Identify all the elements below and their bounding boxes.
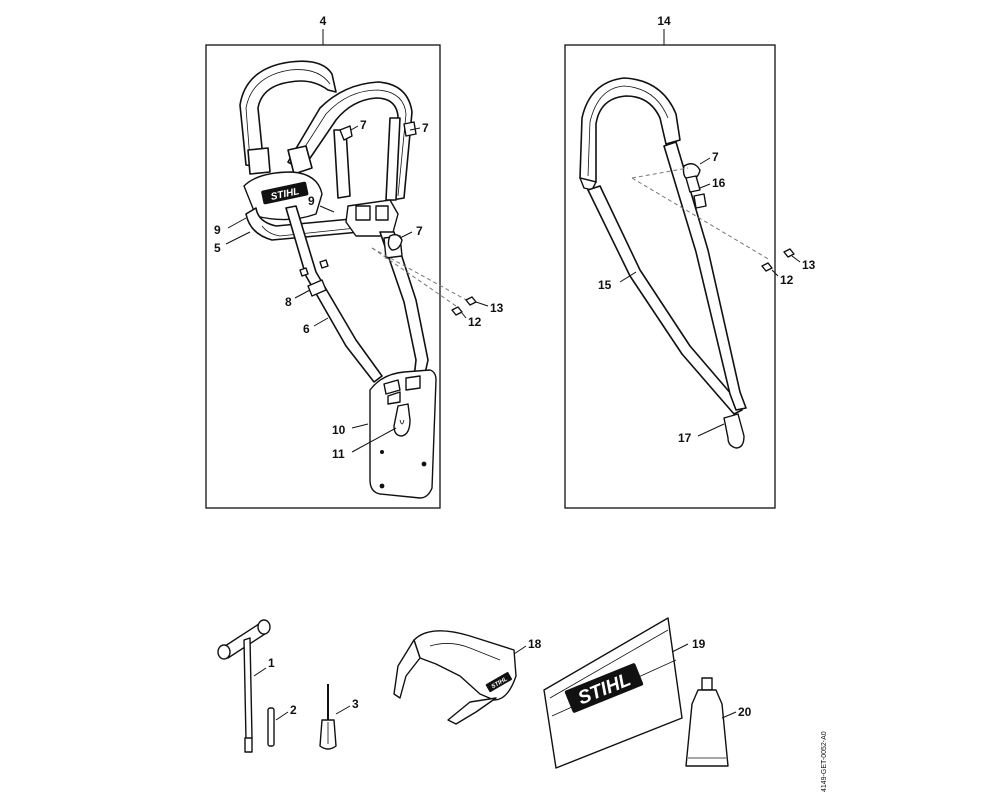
shoulder-strap-group: 14 7 16 13 12 15 17 [564,14,816,509]
tools-group: 1 2 3 STIHL 18 [217,617,752,769]
locking-pin [267,707,275,747]
callout-right-15[interactable]: 15 [598,278,612,292]
callout-tool-18[interactable]: 18 [528,637,542,651]
callout-14[interactable]: 14 [657,14,671,28]
shoulder-pad [579,77,681,183]
callout-left-13[interactable]: 13 [490,301,504,315]
front-strap-left [285,205,383,383]
callout-left-8[interactable]: 8 [285,295,292,309]
right-shoulder-strap [287,81,413,201]
callout-left-12[interactable]: 12 [468,315,482,329]
callout-tool-20[interactable]: 20 [738,705,752,719]
callout-left-11[interactable]: 11 [332,447,345,461]
callout-right-16[interactable]: 16 [712,176,726,190]
safety-glasses: STIHL [393,630,517,725]
callout-right-17[interactable]: 17 [678,431,692,445]
left-shoulder-strap [239,60,337,169]
callout-right-13[interactable]: 13 [802,258,816,272]
callout-right-12[interactable]: 12 [780,273,794,287]
callout-4[interactable]: 4 [320,14,327,28]
strap-hook [723,413,745,449]
full-harness-group: 4 STIHL [205,14,504,509]
callout-right-7[interactable]: 7 [712,150,719,164]
tool-pouch: STIHL [543,617,683,769]
callout-left-6[interactable]: 6 [303,322,310,336]
callout-tool-1[interactable]: 1 [268,656,275,670]
callout-left-5[interactable]: 5 [214,241,221,255]
grease-tube [685,677,729,767]
combination-wrench [217,619,271,753]
callout-left-7b[interactable]: 7 [422,121,429,135]
carabiner-hook [393,403,411,437]
callout-left-9a[interactable]: 9 [214,223,221,237]
callout-left-7a[interactable]: 7 [360,118,367,132]
drawing-code: 4149-GET-0052-A0 [821,731,828,792]
callout-left-9b[interactable]: 9 [308,194,315,208]
callout-left-10[interactable]: 10 [332,423,346,437]
callout-tool-19[interactable]: 19 [692,637,706,651]
callout-left-7c[interactable]: 7 [416,224,423,238]
hip-buckle [345,199,399,237]
callout-tool-3[interactable]: 3 [352,697,359,711]
shoulder-strap-frame [564,44,776,509]
screwdriver [319,684,337,750]
callout-tool-2[interactable]: 2 [290,703,297,717]
